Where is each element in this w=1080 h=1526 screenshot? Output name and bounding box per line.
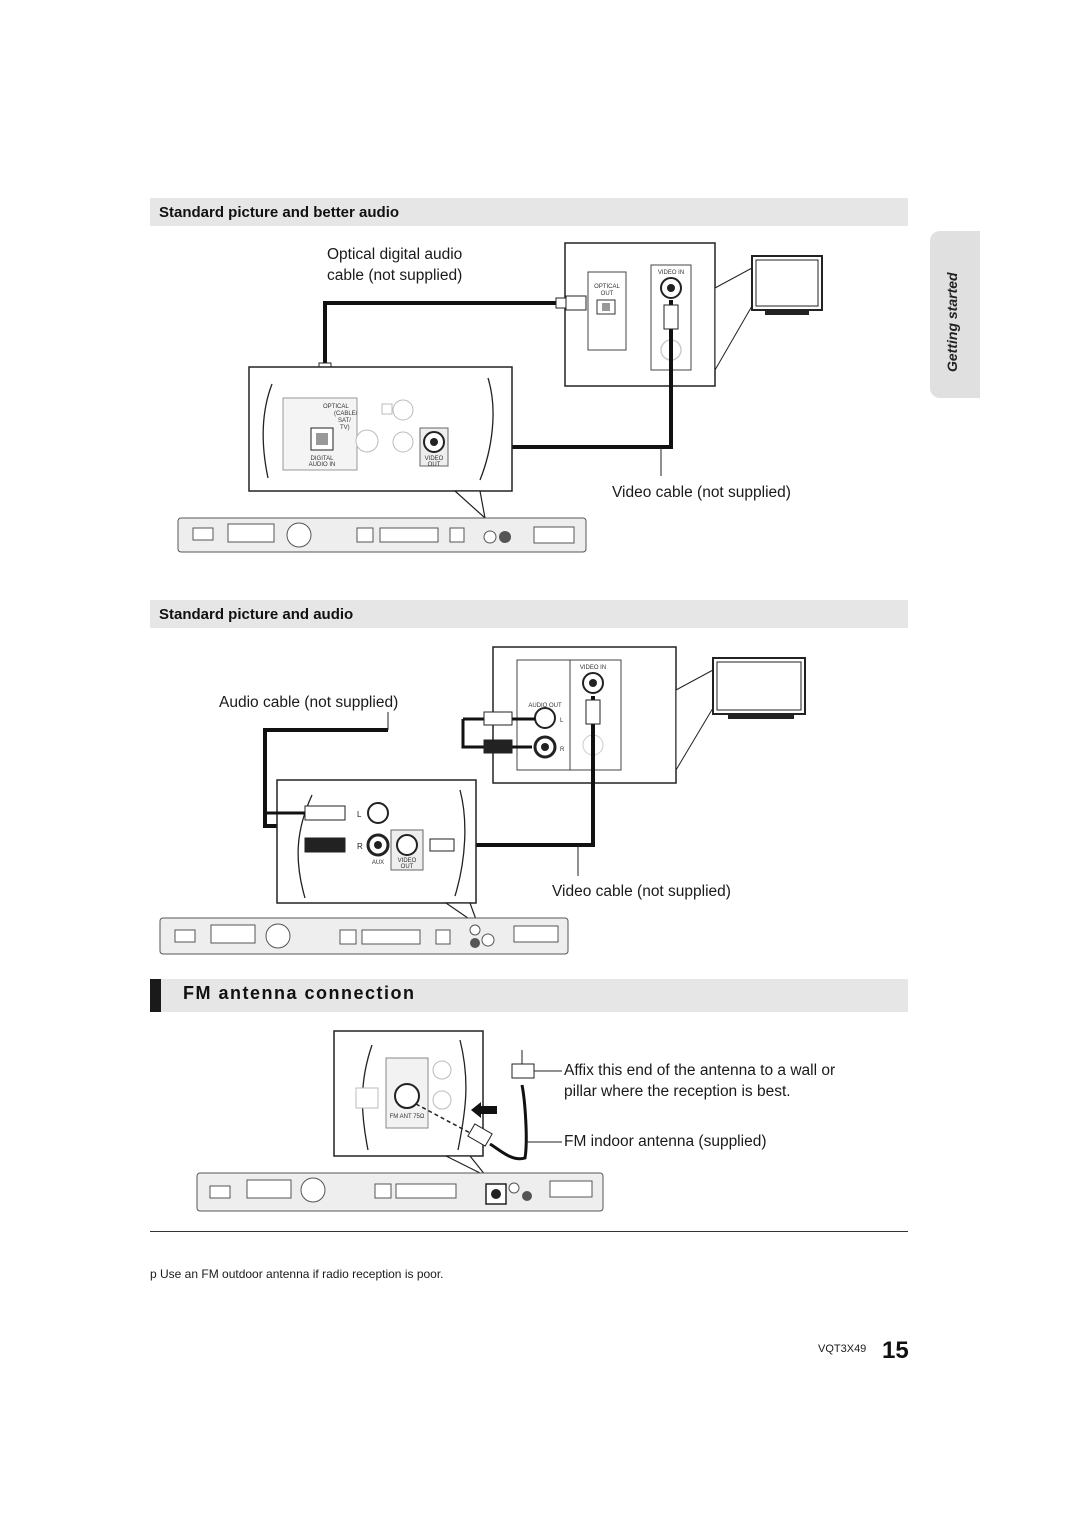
unit-rear-panel-3 (196, 1172, 604, 1212)
page-number: 15 (882, 1337, 909, 1364)
section2-title: Standard picture and audio (159, 606, 354, 623)
section1-title: Standard picture and better audio (159, 204, 400, 221)
svg-text:L: L (357, 810, 362, 819)
section2-header-bar (150, 600, 908, 628)
svg-text:L: L (560, 718, 564, 724)
svg-text:VIDEO IN: VIDEO IN (658, 270, 684, 276)
model-number: VQT3X49 (818, 1343, 867, 1355)
svg-text:R: R (357, 842, 363, 851)
svg-text:VIDEO IN: VIDEO IN (580, 665, 606, 671)
section3-header-mark (150, 979, 161, 1012)
svg-text:OUT: OUT (601, 291, 614, 297)
section3-diagram: FM ANT 75Ω (196, 1030, 604, 1212)
section3-header-bar (150, 979, 908, 1012)
tv-icon (714, 255, 823, 372)
video-cable-label-1: Video cable (not supplied) (612, 484, 791, 501)
svg-text:OUT: OUT (401, 864, 414, 870)
section1-diagram: OPTICAL OUT VIDEO IN OPTICAL (CABLE/ SAT… (177, 242, 823, 553)
footnote: p Use an FM outdoor antenna if radio rec… (150, 1267, 444, 1281)
tv-icon (675, 657, 806, 772)
arrow-icon (471, 1102, 497, 1118)
section3-title: FM antenna connection (183, 983, 416, 1003)
affix-antenna-label: Affix this end of the antenna to a wall … (564, 1062, 836, 1100)
svg-text:DIGITAL: DIGITAL (311, 456, 335, 462)
svg-text:(CABLE/: (CABLE/ (334, 411, 358, 417)
side-tab (930, 231, 980, 398)
svg-text:TV): TV) (340, 425, 350, 431)
video-cable-label-2: Video cable (not supplied) (552, 883, 731, 900)
footer-rule (150, 1231, 908, 1232)
audio-cable-label: Audio cable (not supplied) (219, 694, 399, 711)
svg-text:AUX: AUX (372, 860, 384, 866)
svg-text:AUDIO OUT: AUDIO OUT (528, 703, 562, 709)
svg-text:SAT/: SAT/ (338, 418, 351, 424)
svg-text:FM ANT 75Ω: FM ANT 75Ω (390, 1114, 425, 1120)
svg-text:OUT: OUT (428, 462, 441, 468)
section1-header-bar (150, 198, 908, 226)
optical-cable-label: Optical digital audio cable (not supplie… (327, 246, 463, 284)
unit-rear-panel-1 (177, 517, 587, 553)
svg-text:VIDEO: VIDEO (425, 456, 444, 462)
section2-diagram: VIDEO IN AUDIO OUT L R L R AUX VIDEO OUT (159, 646, 806, 955)
unit-rear-panel-2 (159, 917, 569, 955)
svg-text:AUDIO IN: AUDIO IN (309, 462, 336, 468)
svg-text:R: R (560, 747, 565, 753)
svg-text:OPTICAL: OPTICAL (594, 284, 620, 290)
indoor-antenna-label: FM indoor antenna (supplied) (564, 1133, 767, 1150)
svg-text:VIDEO: VIDEO (398, 858, 417, 864)
svg-text:OPTICAL: OPTICAL (323, 404, 349, 410)
